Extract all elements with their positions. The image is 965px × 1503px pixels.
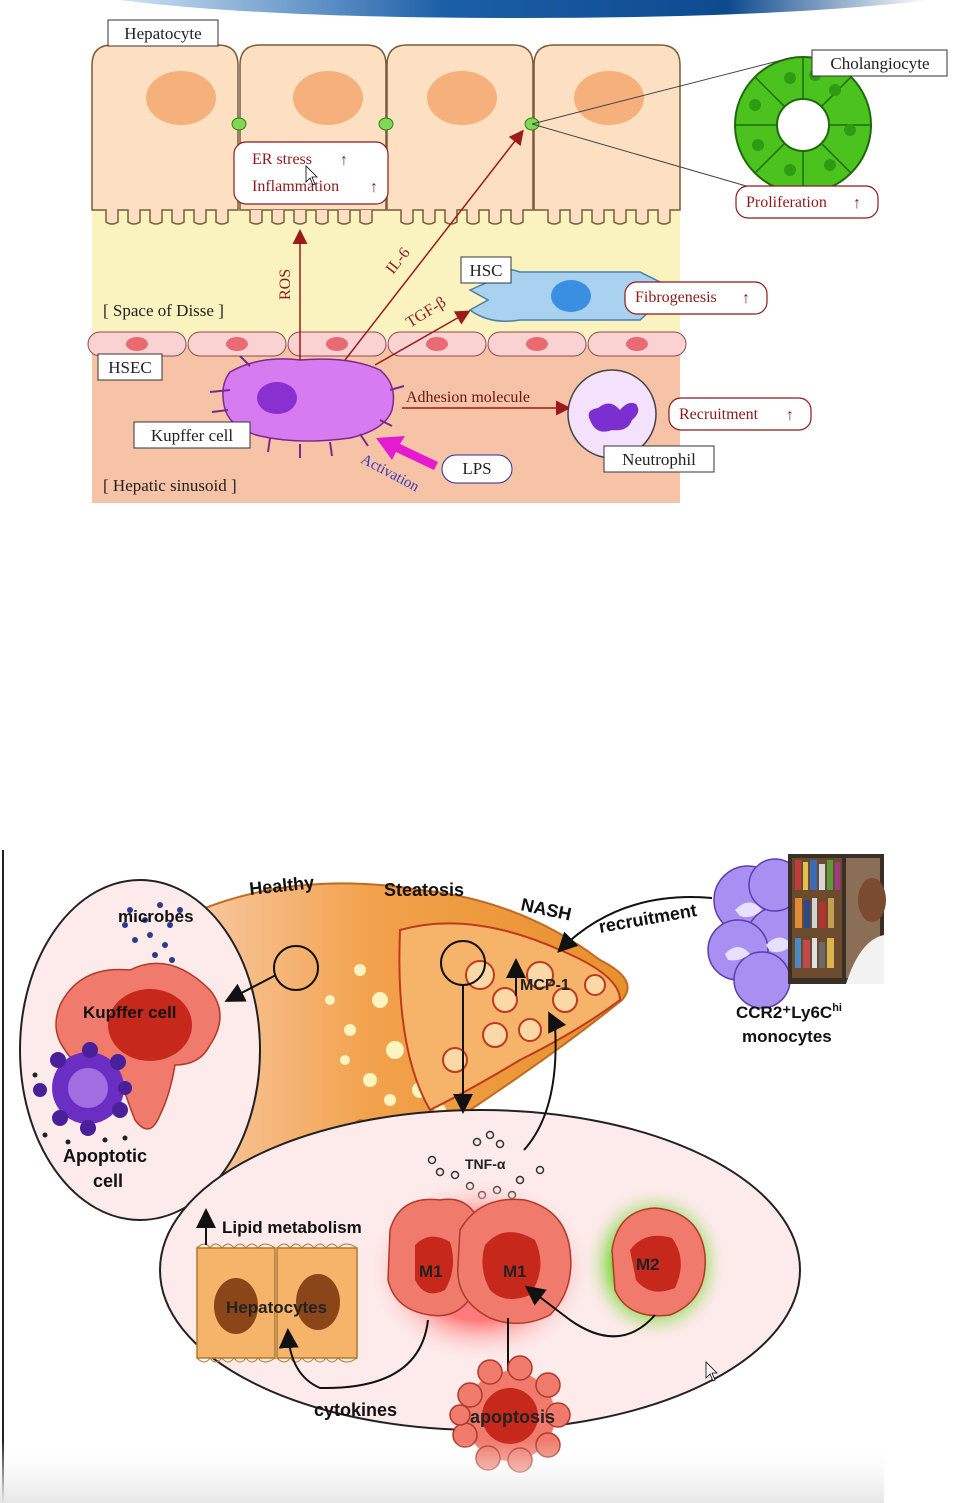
recruitment-box	[668, 397, 812, 431]
hepatocyte-cell	[533, 44, 681, 225]
hsec-label: HSEC	[108, 358, 151, 377]
m2-to-m1-arrow	[524, 1285, 656, 1338]
m1-macrophage-a	[387, 1198, 481, 1317]
kupffer-nash-diagram: Healthy Steatosis NASH recruitment MCP-1…	[0, 850, 886, 1503]
neutrophil-cell	[567, 369, 657, 459]
m2-macrophage	[611, 1207, 706, 1317]
fibrogenesis-label: Fibrogenesis	[635, 289, 717, 306]
cholangiocyte-label: Cholangiocyte	[830, 54, 929, 73]
mouse-cursor-icon	[305, 165, 318, 186]
hepatocytes-pair	[196, 1243, 358, 1363]
hepatocyte-cell	[91, 44, 239, 225]
proliferation-up-arrow: ↑	[853, 195, 861, 212]
cholangiocyte-label-box	[811, 49, 948, 77]
hepatic-sinusoid-label: [ Hepatic sinusoid ]	[103, 476, 237, 495]
proliferation-box	[735, 185, 879, 219]
adhesion-molecule-label: Adhesion molecule	[406, 389, 530, 406]
m1-label-b: M1	[503, 1262, 527, 1281]
space-of-disse-label: [ Space of Disse ]	[103, 301, 224, 320]
monocytes-label-line1: CCR2⁺Ly6Chi	[736, 1002, 842, 1022]
recruitment-label: Recruitment	[679, 406, 759, 423]
microbes-dots	[122, 902, 183, 963]
hsc-label: HSC	[469, 261, 502, 280]
monocyte-recruitment-arrow	[557, 896, 713, 953]
bottom-fade	[0, 1440, 884, 1503]
kupffer-cell-label: Kupffer cell	[151, 426, 234, 445]
neutrophil-label-box	[603, 445, 715, 473]
mcp1-label: MCP-1	[520, 977, 570, 994]
fibrogenesis-up-arrow: ↑	[742, 290, 750, 307]
er-stress-label: ER stress	[252, 151, 312, 168]
tight-junction	[231, 117, 247, 131]
cholangiocyte-ring	[734, 56, 872, 194]
healthy-to-kupffer-arrow	[224, 974, 277, 1002]
header-band	[120, 0, 930, 18]
nash-zoom-circle	[440, 940, 486, 986]
er-stress-up-arrow: ↑	[340, 152, 348, 169]
apoptotic-cell	[32, 1042, 132, 1145]
lps-pill	[441, 454, 513, 484]
recruitment-up-arrow: ↑	[786, 407, 794, 424]
hsec-label-box	[97, 353, 163, 381]
m1-label-a: M1	[419, 1262, 443, 1281]
webcam-thumbnail	[788, 854, 886, 984]
il6-arrow	[344, 129, 524, 361]
monocytes-label-line2: monocytes	[742, 1027, 832, 1046]
healthy-zoom-circle	[273, 945, 319, 991]
proliferation-label: Proliferation	[746, 194, 827, 211]
hsc-nucleus	[551, 280, 591, 312]
kupffer-label-box	[133, 421, 251, 449]
apoptotic-label-line1: Apoptotic	[63, 1146, 147, 1166]
ros-label: ROS	[277, 269, 294, 300]
inflammation-up-arrow: ↑	[370, 179, 378, 196]
neutrophil-label: Neutrophil	[622, 450, 696, 469]
apoptosis-label: apoptosis	[470, 1407, 555, 1427]
hepatocyte-cell	[386, 44, 534, 225]
tnfa-label: TNF-α	[465, 1156, 506, 1172]
inflammation-label: Inflammation	[252, 178, 339, 195]
lipid-metabolism-label: Lipid metabolism	[222, 1218, 362, 1237]
tgfb-arrow	[374, 310, 471, 366]
m2-label: M2	[636, 1255, 660, 1274]
kupffer-cell-label: Kupffer cell	[83, 1003, 177, 1022]
cytokines-label: cytokines	[314, 1400, 397, 1420]
recruitment-label: recruitment	[597, 900, 698, 937]
liver-cell-interaction-diagram: Hepatocyte ER stress ↑ Inflammation ↑ Ch…	[87, 19, 948, 503]
tnf-to-mcp1-arrow	[523, 1011, 567, 1151]
kupffer-cell-shape	[55, 962, 221, 1130]
hepatocyte-label-box	[107, 19, 219, 47]
hsec-row	[87, 331, 687, 357]
mouse-cursor-icon	[705, 1361, 718, 1382]
hsc-label-box	[460, 256, 512, 284]
kupffer-cell	[209, 355, 405, 458]
tight-junction	[378, 117, 394, 131]
lps-label: LPS	[462, 459, 491, 478]
lps-activation-arrow	[376, 436, 438, 470]
hepatocytes-label: Hepatocytes	[226, 1298, 327, 1317]
microbes-label: microbes	[118, 907, 194, 926]
steatosis-label: Steatosis	[384, 880, 464, 900]
cytokines-arrow	[278, 1319, 429, 1390]
fibrogenesis-box	[624, 281, 768, 315]
hepatocyte-label: Hepatocyte	[124, 24, 201, 43]
apoptotic-label-line2: cell	[93, 1171, 123, 1191]
